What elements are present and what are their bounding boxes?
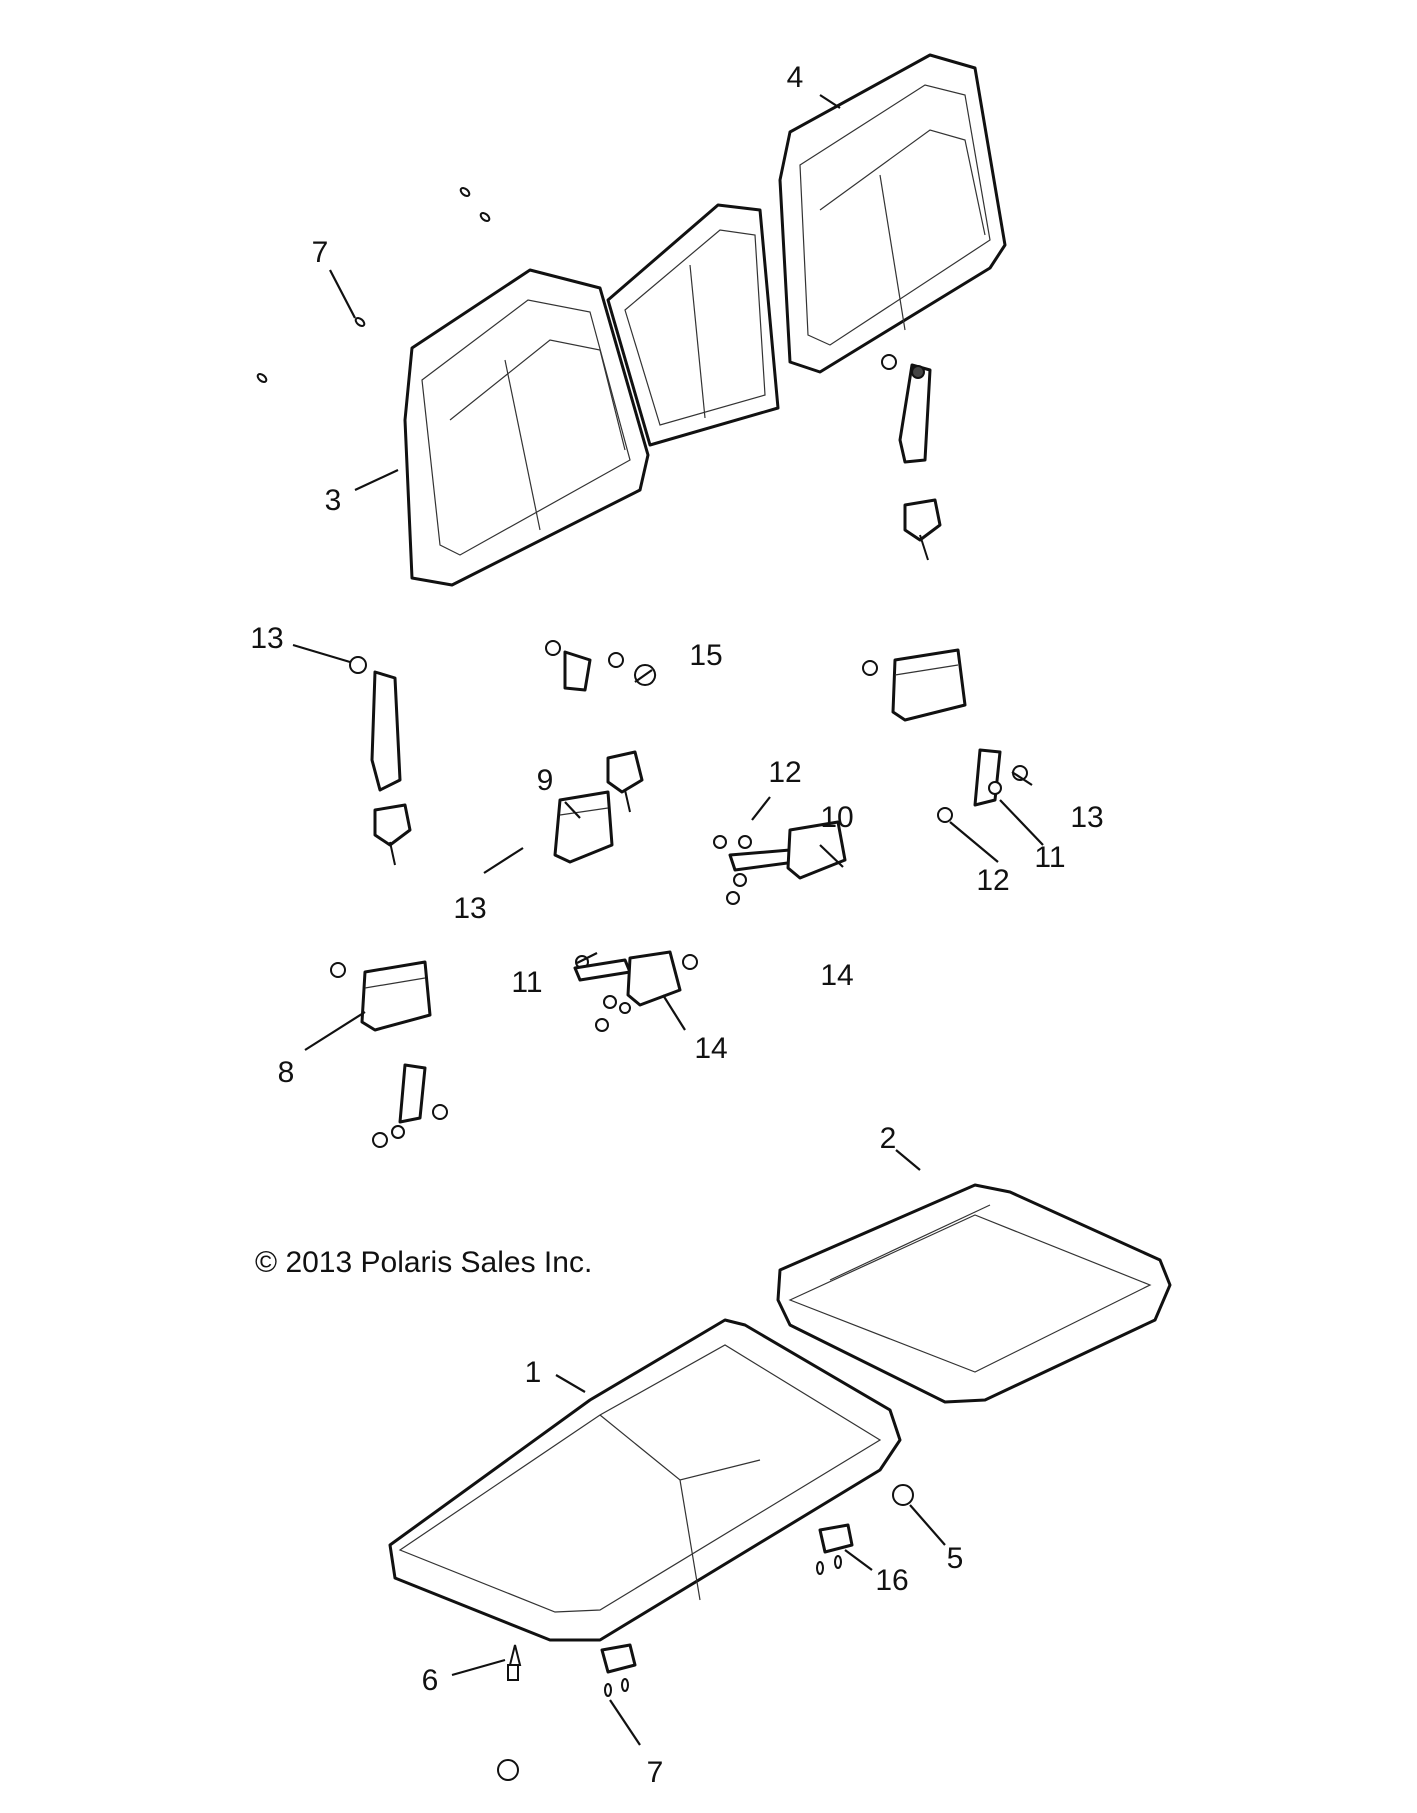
callout-15: 15	[689, 639, 722, 672]
buckle-housing-8	[330, 960, 432, 1032]
bracket-right	[937, 748, 1028, 823]
seat-back-right	[778, 53, 1007, 374]
callout-7-top: 7	[312, 236, 329, 269]
belt-buckle-right	[713, 820, 847, 905]
callout-11-right: 11	[1034, 841, 1065, 874]
callout-14-center: 14	[694, 1032, 727, 1065]
seat-back-center	[606, 203, 780, 447]
buckle-housing-upper-right	[862, 648, 967, 722]
callout-13-center: 13	[453, 892, 486, 925]
seat-back-screws	[256, 187, 491, 383]
callout-10: 10	[820, 801, 853, 834]
callout-5: 5	[947, 1542, 964, 1575]
callout-3: 3	[325, 484, 342, 517]
leader-lines	[292, 94, 1044, 1746]
callout-12-center: 12	[768, 756, 801, 789]
buckle-housing-9	[553, 790, 614, 864]
callout-6: 6	[422, 1664, 439, 1697]
seat-bottom-right	[776, 1183, 1172, 1404]
copyright-notice: © 2013 Polaris Sales Inc.	[255, 1246, 592, 1279]
callout-9: 9	[537, 764, 554, 797]
seat-bottom-left	[388, 1318, 902, 1642]
callouts: 4 7 3 13 15 9 12 10 13 11 12 13 14 11 14…	[250, 61, 1103, 1789]
belt-anchor-right	[881, 354, 942, 561]
bracket-left	[372, 1063, 448, 1148]
belt-buckle-center	[573, 950, 698, 1032]
callout-11-center: 11	[511, 966, 542, 999]
seat-back-left	[403, 268, 650, 587]
callout-12-right: 12	[976, 864, 1009, 897]
callout-7-bottom: 7	[647, 1756, 664, 1789]
callout-8: 8	[278, 1056, 295, 1089]
callout-2: 2	[880, 1122, 897, 1155]
belt-anchor-left	[349, 656, 412, 866]
center-hardware	[545, 640, 657, 813]
callout-16: 16	[875, 1564, 908, 1597]
callout-4: 4	[787, 61, 804, 94]
callout-1: 1	[525, 1356, 542, 1389]
callout-13-right: 13	[1070, 801, 1103, 834]
lower-hardware	[497, 1484, 914, 1781]
callout-13-left: 13	[250, 622, 283, 655]
callout-14-right: 14	[820, 959, 853, 992]
